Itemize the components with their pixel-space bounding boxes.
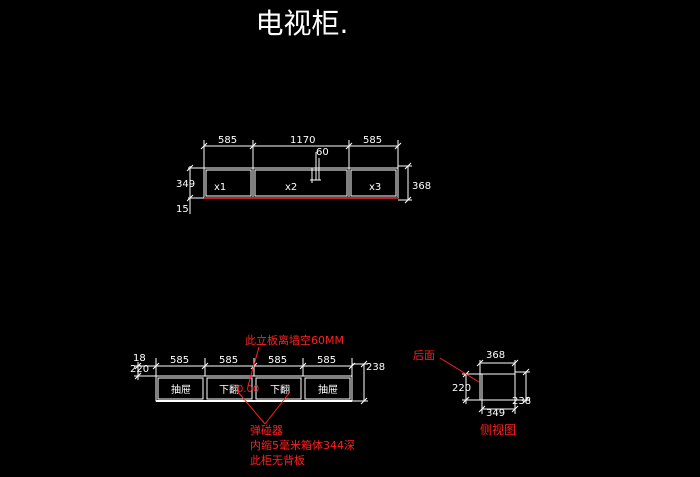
plan-dim-3: 585: [268, 355, 287, 366]
side-dim-left: 220: [452, 383, 471, 394]
front-elevation: [186, 140, 412, 214]
plan-dim-238: 238: [366, 362, 385, 373]
plan-highlight-value: 0.00: [237, 384, 259, 395]
side-caption: 侧视图: [480, 422, 516, 437]
side-dim-top: 368: [486, 350, 505, 361]
plan-leader-left: [237, 391, 266, 425]
front-dim-height-left: 349: [176, 179, 195, 190]
plan-cell-flap-1: 下翻: [219, 384, 239, 396]
plan-dim-2: 585: [219, 355, 238, 366]
front-dim-right: 585: [363, 135, 382, 146]
plan-cell-flap-2: 下翻: [270, 384, 290, 396]
plan-leader-right: [264, 391, 291, 425]
side-leader-back: [439, 357, 480, 383]
side-view: [462, 359, 530, 414]
front-dim-height-right: 368: [412, 181, 431, 192]
plan-leader-top: [247, 346, 260, 387]
front-dim-middle: 1170: [290, 135, 315, 146]
side-dim-right: 238: [512, 396, 531, 407]
drawing-title: 电视柜.: [255, 7, 349, 40]
front-compartment-x2: x2: [285, 182, 297, 193]
side-label-back: 后面: [413, 349, 435, 362]
plan-dim-220: 220: [130, 364, 149, 375]
plan-note-no-back: 此柜无背板: [250, 453, 305, 467]
plan-dim-1: 585: [170, 355, 189, 366]
side-cabinet-outline: [479, 373, 516, 401]
front-dim-60: 60: [316, 147, 329, 158]
plan-dim-18: 18: [133, 353, 146, 364]
plan-dim-4: 585: [317, 355, 336, 366]
plan-note-top: 此立板离墙空60MM: [245, 333, 344, 347]
plan-cell-drawer-right: 抽屉: [318, 383, 338, 396]
plan-cell-drawer-left: 抽屉: [171, 383, 191, 396]
front-dim-left: 585: [218, 135, 237, 146]
front-compartment-x1: x1: [214, 182, 226, 193]
plan-note-inset: 内缩5毫米箱体344深: [250, 438, 355, 452]
front-compartment-x3: x3: [369, 182, 381, 193]
side-dim-bottom: 349: [486, 408, 505, 419]
plan-note-spring-latch: 弹碰器: [250, 423, 283, 437]
front-dim-bottom-left: 15: [176, 204, 189, 215]
